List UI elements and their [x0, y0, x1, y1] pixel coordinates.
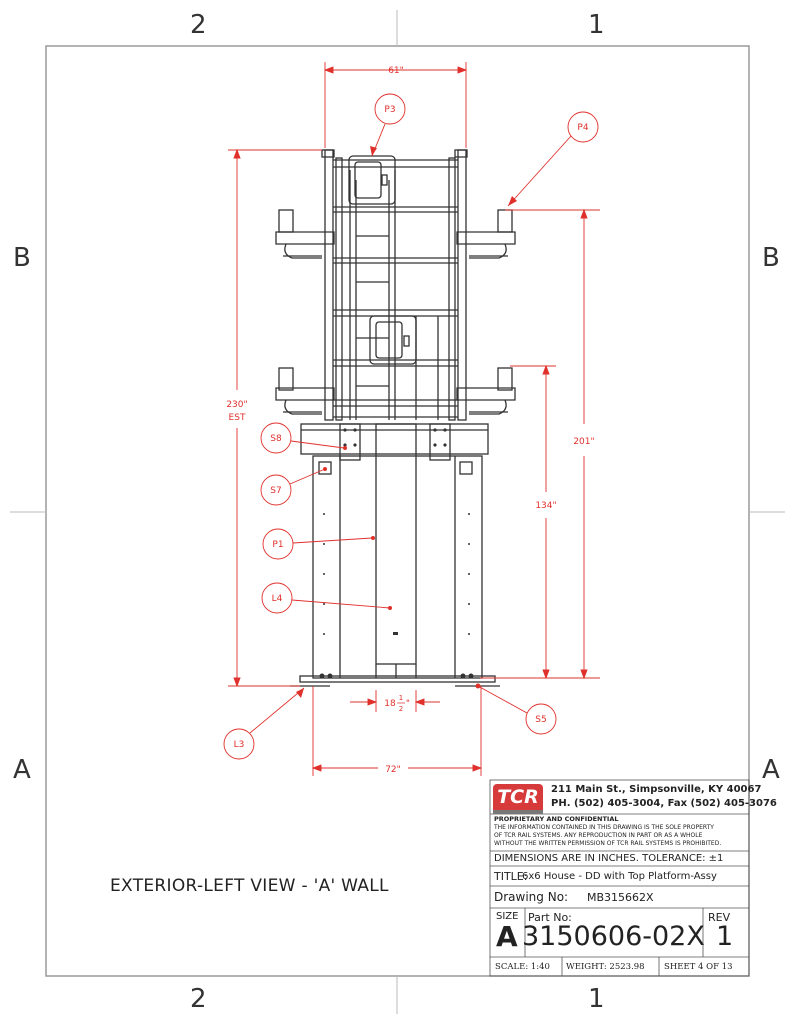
- dim-18-whole: 18: [384, 699, 396, 709]
- dimensions-note: DIMENSIONS ARE IN INCHES. TOLERANCE: ±1: [494, 853, 724, 864]
- part-no-label: Part No:: [528, 911, 572, 924]
- callout-text-p4: P4: [577, 123, 588, 133]
- title-block-frame: [489, 779, 750, 977]
- view-title: EXTERIOR-LEFT VIEW - 'A' WALL: [110, 876, 389, 896]
- zone-label-left-b: B: [13, 243, 31, 273]
- drawing-no-value: MB315662X: [587, 891, 654, 904]
- rev-label: REV: [708, 911, 731, 924]
- callout-p1: [262, 528, 294, 560]
- callout-leaders: [223, 93, 599, 760]
- callout-l4: [261, 582, 293, 614]
- base-plate: [299, 675, 496, 683]
- logo-underline: [493, 810, 543, 814]
- callout-text-p3: P3: [384, 105, 395, 115]
- dim-61: 61": [388, 66, 404, 76]
- proprietary-line-3: WITHOUT THE WRITTEN PERMISSION OF TCR RA…: [494, 840, 722, 847]
- callout-text-s8: S8: [270, 434, 282, 444]
- zone-label-right-b: B: [762, 243, 780, 273]
- callout-text-s7: S7: [270, 486, 281, 496]
- dimension-lines: [228, 62, 600, 776]
- callout-labels: P3 P4 S8 S7 P1 L4 L3 S5: [234, 105, 589, 750]
- callout-p4: [567, 111, 599, 143]
- part-no-value: 3150606-02X: [522, 921, 705, 952]
- scale-text: SCALE: 1:40: [495, 962, 550, 972]
- rev-value: 1: [716, 921, 734, 952]
- zone-label-right-a: A: [762, 755, 780, 785]
- dim-72: 72": [385, 765, 401, 775]
- plate-right: [429, 423, 451, 461]
- callout-l3: [223, 728, 255, 760]
- title-value: 6x6 House - DD with Top Platform-Assy: [522, 871, 717, 882]
- size-label: SIZE: [496, 911, 519, 922]
- dim-18-num: 1: [399, 694, 403, 702]
- sheet-text: SHEET 4 OF 13: [664, 962, 733, 972]
- dim-230: 230": [226, 400, 247, 410]
- title-label: TITLE:: [494, 870, 528, 883]
- door-panel: [375, 423, 417, 665]
- zone-label-bottom-2: 2: [190, 984, 207, 1014]
- callout-s8: [260, 422, 292, 454]
- proprietary-line-1: THE INFORMATION CONTAINED IN THIS DRAWIN…: [494, 824, 714, 831]
- callout-text-l3: L3: [234, 740, 245, 750]
- zone-ticks: [10, 10, 785, 1014]
- tcr-logo: TCR: [493, 784, 543, 810]
- proprietary-line-2: OF TCR RAIL SYSTEMS. ANY REPRODUCTION IN…: [494, 832, 703, 839]
- proprietary-heading: PROPRIETARY AND CONFIDENTIAL: [494, 815, 619, 823]
- callout-p3: [374, 93, 406, 125]
- callout-s5: [525, 703, 557, 735]
- callout-text-s5: S5: [535, 715, 546, 725]
- zone-label-left-a: A: [13, 755, 31, 785]
- drawing-no-label: Drawing No:: [494, 890, 569, 904]
- zone-label-top-2: 2: [190, 10, 207, 40]
- dim-18-unit: ": [406, 699, 410, 709]
- size-value: A: [496, 920, 518, 953]
- fastener-dots: [319, 428, 474, 679]
- zone-label-bottom-1: 1: [588, 984, 605, 1014]
- house-structure: [275, 149, 516, 687]
- dim-18-den: 2: [399, 705, 403, 713]
- dimension-labels: 61" 230" EST 201" 134" 18 1 2 " 72": [226, 66, 594, 775]
- weight-text: WEIGHT: 2523.98: [566, 962, 645, 972]
- dim-134: 134": [535, 501, 556, 511]
- dim-201: 201": [573, 437, 594, 447]
- callout-text-p1: P1: [272, 540, 283, 550]
- callout-s7: [260, 474, 292, 506]
- company-address: 211 Main St., Simpsonville, KY 40067: [551, 784, 762, 795]
- roof-slab: [300, 423, 489, 455]
- plate-s8-left: [339, 423, 361, 461]
- company-phone: PH. (502) 405-3004, Fax (502) 405-3076: [551, 798, 777, 809]
- callout-arrowheads: [296, 146, 517, 698]
- house-body: [312, 455, 483, 679]
- dim-230-note: EST: [229, 413, 246, 423]
- callout-text-l4: L4: [272, 594, 283, 604]
- zone-label-top-1: 1: [588, 10, 605, 40]
